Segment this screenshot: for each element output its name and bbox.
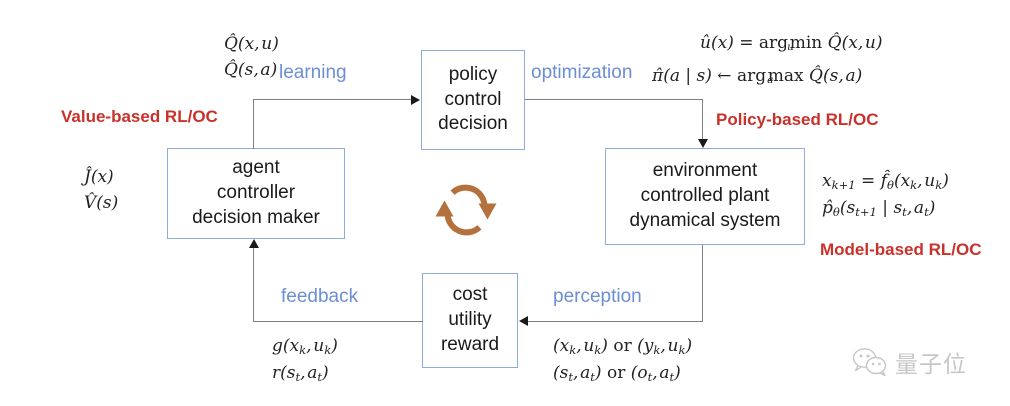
- watermark: 量子位: [852, 345, 967, 379]
- edge-label-feedback: feedback: [281, 286, 359, 307]
- edge-label-perception: perception: [553, 286, 642, 307]
- node-cost-line-2: utility: [448, 309, 492, 331]
- edge-perception-arrowhead: [519, 316, 528, 326]
- edge-optimization-vertical: [702, 99, 704, 140]
- node-cost-line-1: cost: [452, 284, 488, 306]
- node-environment-line-2: controlled plant: [640, 185, 770, 207]
- math-q-xu: Q̂(x, u): [224, 34, 279, 54]
- math-value-function-group: Ĵ(x) V̂(s): [84, 164, 118, 217]
- math-observation-group: (xk, uk) or (yk, uk) (st, at) or (ot, at…: [553, 333, 692, 387]
- edge-learning-vertical: [253, 99, 255, 149]
- wechat-icon: [852, 348, 887, 377]
- node-policy-line-1: policy: [448, 63, 498, 85]
- category-label-policy-based: Policy-based RL/OC: [716, 110, 879, 129]
- math-cost-g: g(xk, uk): [272, 336, 338, 358]
- edge-feedback-vertical: [253, 248, 255, 322]
- math-cost-group: g(xk, uk) r(st, at): [272, 333, 338, 387]
- edge-learning-horizontal: [253, 99, 411, 101]
- edge-optimization-arrowhead: [698, 139, 708, 148]
- node-agent-line-2: controller: [216, 182, 296, 204]
- node-environment-line-1: environment: [652, 160, 758, 182]
- node-policy-line-3: decision: [438, 113, 508, 135]
- category-label-value-based: Value-based RL/OC: [61, 107, 218, 126]
- math-reward-r: r(st, at): [272, 363, 329, 385]
- node-environment-plant: environment controlled plant dynamical s…: [605, 148, 805, 245]
- node-policy-control-decision: policy control decision: [421, 50, 525, 150]
- node-policy-line-2: control: [444, 88, 502, 110]
- refresh-cycle-icon: [435, 184, 497, 236]
- watermark-text: 量子位: [895, 352, 967, 378]
- category-label-model-based: Model-based RL/OC: [820, 240, 982, 259]
- math-v-s: V̂(s): [84, 193, 119, 214]
- node-cost-line-3: reward: [440, 333, 500, 355]
- edge-label-optimization: optimization: [531, 62, 633, 83]
- math-q-function-group: Q̂(x, u) Q̂(s, a): [224, 31, 279, 84]
- edge-feedback-horizontal: [253, 321, 423, 323]
- node-agent-controller: agent controller decision maker: [167, 148, 345, 239]
- math-model-group: xk+1 = f̂θ(xk, uk) p̂θ(st+1 | st, at): [822, 168, 949, 222]
- node-agent-line-1: agent: [232, 157, 280, 179]
- node-cost-utility-reward: cost utility reward: [422, 273, 518, 368]
- edge-perception-vertical: [702, 245, 704, 321]
- math-model-state-transition: xk+1 = f̂θ(xk, uk): [822, 171, 949, 193]
- edge-optimization-horizontal: [525, 99, 703, 101]
- node-agent-line-3: decision maker: [192, 206, 320, 228]
- math-observation-sa: (st, at) or (ot, at): [553, 363, 681, 385]
- math-observation-xu: (xk, uk) or (yk, uk): [553, 336, 693, 358]
- edge-label-learning: learning: [279, 62, 347, 83]
- edge-perception-horizontal: [528, 321, 703, 323]
- math-model-probability: p̂θ(st+1 | st, at): [822, 198, 936, 220]
- node-environment-line-3: dynamical system: [629, 209, 781, 231]
- math-j-x: Ĵ(x): [84, 167, 114, 187]
- edge-learning-arrowhead: [411, 95, 420, 105]
- edge-feedback-arrowhead: [249, 239, 259, 248]
- math-q-sa: Q̂(s, a): [224, 60, 278, 81]
